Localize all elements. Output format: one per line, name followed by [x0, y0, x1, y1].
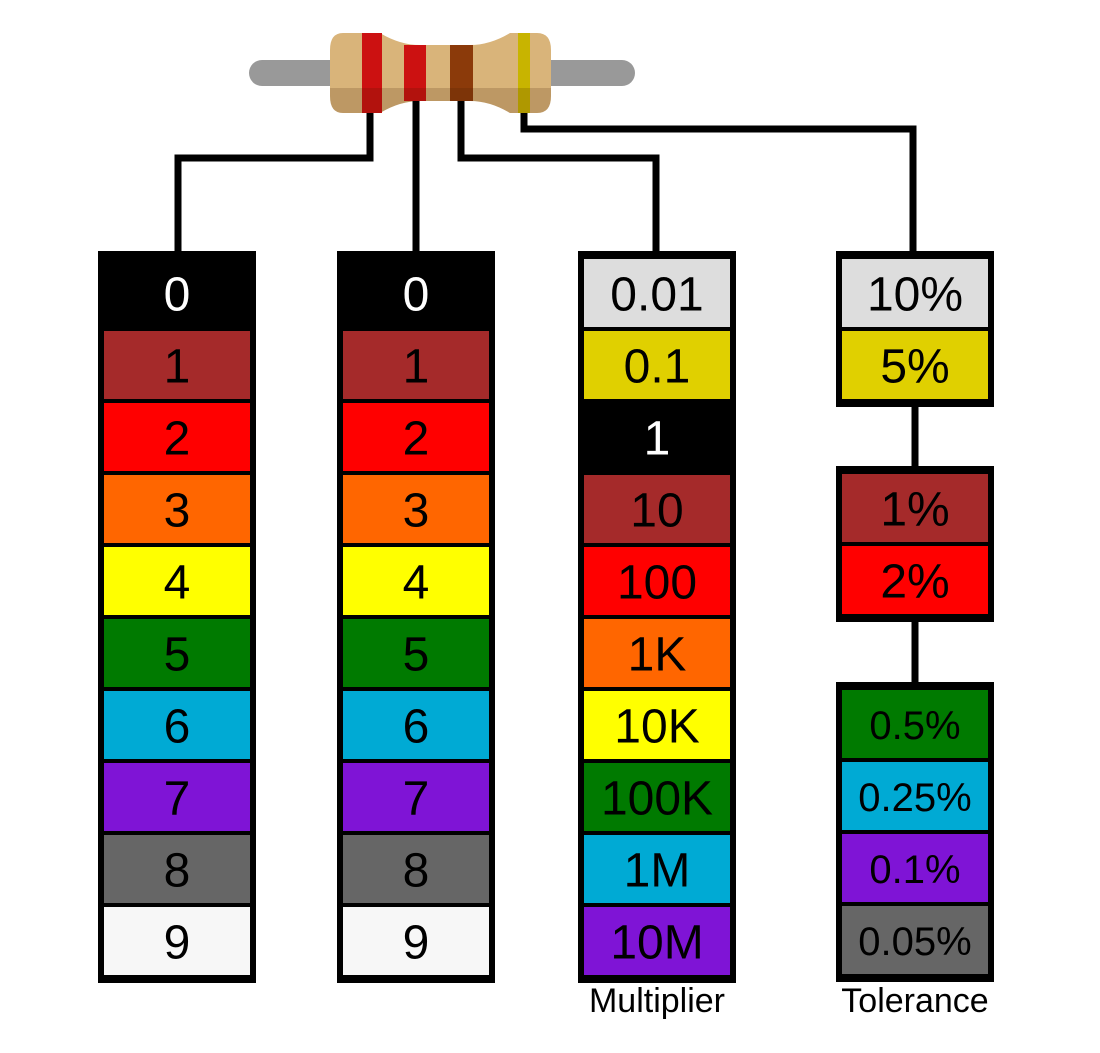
color-band-value: 1 — [644, 413, 671, 466]
resistor-band-1 — [362, 33, 382, 113]
color-band-value: 9 — [164, 917, 191, 970]
color-band-value: 8 — [164, 845, 191, 898]
color-band-value: 10K — [614, 701, 699, 754]
color-band-value: 2 — [164, 413, 191, 466]
color-band-cell — [584, 547, 730, 615]
column-tolerance: 10% 5% 1% 2% 0.5% 0.25% 0.1% 0.05% Tolerance — [836, 251, 994, 1020]
color-band-value: 0.25% — [858, 776, 971, 820]
column-digit1: 0 1 2 3 4 5 6 7 8 9 — [98, 251, 256, 983]
color-band-cell — [104, 907, 250, 975]
color-band-cell — [104, 547, 250, 615]
connector-tolerance — [520, 113, 917, 251]
color-band-cell — [584, 619, 730, 687]
color-band-value: 10% — [867, 269, 963, 322]
connector-digit1 — [174, 113, 374, 251]
color-band-cell — [584, 691, 730, 759]
color-band-cell — [584, 835, 730, 903]
color-band-cell — [343, 403, 489, 471]
resistor-band-2 — [404, 45, 426, 101]
color-band-value: 0.05% — [858, 920, 971, 964]
color-band-cell — [584, 907, 730, 975]
color-band-cell — [343, 259, 489, 327]
color-band-cell — [584, 259, 730, 327]
color-band-cell — [343, 907, 489, 975]
color-band-value: 3 — [403, 485, 430, 538]
resistor-band-3 — [450, 45, 473, 101]
color-band-value: 10M — [610, 917, 703, 970]
color-band-value: 1 — [164, 341, 191, 394]
color-band-value: 5% — [880, 341, 949, 394]
color-band-cell — [584, 763, 730, 831]
color-band-cell — [842, 906, 988, 974]
color-band-value: 1M — [624, 845, 691, 898]
color-band-value: 6 — [164, 701, 191, 754]
column-digit2: 0 1 2 3 4 5 6 7 8 9 — [337, 251, 495, 983]
color-band-cell — [104, 763, 250, 831]
color-band-value: 1% — [880, 484, 949, 537]
color-band-cell — [584, 403, 730, 471]
color-band-value: 5 — [403, 629, 430, 682]
color-band-value: 3 — [164, 485, 191, 538]
color-band-cell — [104, 475, 250, 543]
color-band-value: 4 — [164, 557, 191, 610]
column-label-tolerance: Tolerance — [841, 982, 988, 1020]
color-band-cell — [343, 691, 489, 759]
color-band-value: 0.1 — [624, 341, 691, 394]
band-connector-lines — [174, 101, 917, 251]
color-band-cell — [584, 475, 730, 543]
color-band-value: 10 — [630, 485, 683, 538]
color-band-value: 6 — [403, 701, 430, 754]
column-multiplier: 0.01 0.1 1 10 100 1K 10K 100K 1M 10M Multiplier — [578, 251, 736, 1020]
color-band-cell — [343, 763, 489, 831]
color-band-cell — [842, 834, 988, 902]
color-band-value: 5 — [164, 629, 191, 682]
connector-multiplier — [457, 101, 660, 251]
color-band-cell — [842, 690, 988, 758]
color-band-cell — [842, 259, 988, 327]
color-band-cell — [842, 762, 988, 830]
color-band-cell — [104, 619, 250, 687]
color-band-cell — [842, 331, 988, 399]
color-band-value: 4 — [403, 557, 430, 610]
resistor-illustration — [249, 33, 635, 113]
color-band-cell — [104, 259, 250, 327]
color-band-value: 0 — [164, 269, 191, 322]
color-band-value: 0.5% — [869, 704, 960, 748]
color-band-value: 7 — [164, 773, 191, 826]
color-band-cell — [343, 547, 489, 615]
color-band-value: 0.1% — [869, 848, 960, 892]
resistor-body — [330, 33, 551, 113]
color-band-value: 1K — [628, 629, 687, 682]
color-band-cell — [343, 475, 489, 543]
color-band-cell — [343, 331, 489, 399]
color-band-cell — [842, 546, 988, 614]
color-band-value: 100 — [617, 557, 697, 610]
color-band-cell — [104, 403, 250, 471]
color-band-cell — [584, 331, 730, 399]
color-band-value: 100K — [601, 773, 713, 826]
color-band-value: 7 — [403, 773, 430, 826]
color-band-cell — [842, 474, 988, 542]
color-band-value: 8 — [403, 845, 430, 898]
column-label-multiplier: Multiplier — [589, 982, 725, 1020]
resistor-band-4 — [518, 33, 530, 113]
color-band-value: 2% — [880, 556, 949, 609]
color-band-cell — [104, 691, 250, 759]
resistor-shading — [330, 88, 551, 113]
color-band-cell — [343, 619, 489, 687]
color-band-cell — [104, 331, 250, 399]
color-band-value: 1 — [403, 341, 430, 394]
color-band-value: 0.01 — [610, 269, 703, 322]
color-band-value: 9 — [403, 917, 430, 970]
color-band-value: 0 — [403, 269, 430, 322]
color-band-cell — [343, 835, 489, 903]
color-band-value: 2 — [403, 413, 430, 466]
color-band-cell — [104, 835, 250, 903]
